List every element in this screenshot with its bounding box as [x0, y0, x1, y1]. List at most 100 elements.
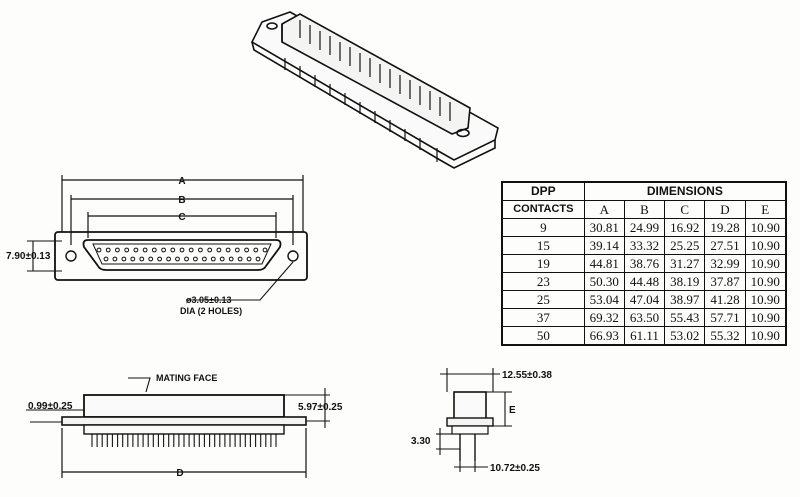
contact-pin — [175, 256, 180, 262]
pin-spacing-dim — [454, 461, 488, 472]
dimension-cell: 10.90 — [744, 290, 787, 309]
contact-pin — [105, 247, 111, 253]
dimension-cell: 53.04 — [583, 290, 625, 309]
dimension-cell: 37.87 — [704, 272, 746, 291]
dim-d-line — [61, 428, 307, 478]
isometric-view — [250, 11, 499, 169]
pin-length-dim — [436, 428, 460, 455]
header-dpp: DPP — [501, 181, 585, 201]
side-flange — [61, 416, 307, 426]
dimension-cell: 63.50 — [623, 308, 666, 327]
front-d-shell — [82, 239, 282, 271]
dimension-cell: 10.90 — [744, 308, 787, 327]
end-flange — [446, 417, 494, 427]
front-mount-hole-right — [287, 250, 299, 262]
contact-pin — [228, 256, 234, 262]
dim-c-line — [87, 212, 277, 238]
iso-contacts — [299, 20, 451, 121]
contact-pin — [166, 256, 172, 262]
dimension-cell: 55.43 — [664, 308, 706, 327]
contact-pin — [96, 247, 102, 253]
dimension-cell: 38.97 — [664, 290, 706, 309]
col-a: A — [583, 200, 625, 219]
iso-mount-hole-right — [456, 128, 470, 138]
hole-dia-label: DIA (2 HOLES) — [180, 306, 242, 316]
end-width-label: 12.55±0.38 — [502, 370, 552, 381]
dimension-cell: 10.90 — [744, 236, 787, 255]
contact-pin — [225, 247, 231, 253]
header-dimensions: DIMENSIONS — [583, 181, 787, 201]
contacts-cell: 23 — [501, 272, 585, 291]
pin-row-bottom — [103, 256, 261, 262]
flange-thickness-label: 0.99±0.25 — [28, 401, 73, 412]
mating-face-leader — [128, 377, 151, 393]
contact-pin — [139, 256, 145, 262]
contact-pin — [184, 256, 189, 262]
end-insulator — [451, 425, 489, 435]
contacts-cell: 15 — [501, 236, 585, 255]
side-view: MATING FACE 0.99±0.25 5.97±0.25 D — [26, 373, 343, 479]
dimension-cell: 31.27 — [664, 254, 706, 273]
contact-pin — [112, 256, 118, 262]
pin-length-label: 3.30 — [411, 436, 431, 447]
dimension-cell: 24.99 — [623, 218, 666, 237]
dimension-cell: 10.90 — [744, 254, 787, 273]
dim-a-label: A — [178, 176, 185, 187]
body-height-dim — [284, 388, 330, 428]
dimension-cell: 27.51 — [704, 236, 746, 255]
height-dim-line — [27, 240, 62, 272]
dimension-cell: 19.28 — [704, 218, 746, 237]
dimension-cell: 38.19 — [664, 272, 706, 291]
contact-pin — [161, 247, 167, 253]
contact-pin — [179, 247, 185, 253]
side-insulator — [83, 424, 285, 435]
dim-e-line — [486, 391, 512, 427]
dimension-cell: 44.48 — [623, 272, 666, 291]
contact-pin — [121, 256, 127, 262]
side-body — [83, 394, 285, 418]
dimension-cell: 50.30 — [583, 272, 625, 291]
dimension-cell: 61.11 — [623, 326, 666, 346]
contact-pin — [246, 256, 252, 262]
header-contacts: CONTACTS — [501, 200, 585, 219]
contacts-cell: 25 — [501, 290, 585, 309]
front-mount-hole-left — [65, 250, 77, 262]
iso-bottom-pins — [284, 58, 438, 162]
dimension-cell: 33.32 — [623, 236, 666, 255]
hole-leader — [186, 261, 294, 301]
end-view: 12.55±0.38 E 3.30 10.72±0.25 — [411, 368, 552, 474]
col-e: E — [744, 200, 787, 219]
end-width-dim — [440, 368, 500, 392]
contact-pin — [207, 247, 213, 253]
contact-pin — [124, 247, 130, 253]
dimension-cell: 25.25 — [664, 236, 706, 255]
contacts-cell: 19 — [501, 254, 585, 273]
iso-mount-hole-left — [266, 22, 278, 30]
contact-pin — [244, 247, 250, 253]
dim-b-line — [70, 195, 294, 245]
contact-pin — [133, 247, 139, 253]
contacts-cell: 9 — [501, 218, 585, 237]
contact-pin — [216, 247, 222, 253]
contact-pin — [142, 247, 148, 253]
contact-pin — [255, 256, 261, 262]
col-b: B — [623, 200, 666, 219]
dimension-cell: 39.14 — [583, 236, 625, 255]
contact-pin — [130, 256, 136, 262]
body-height-label: 5.97±0.25 — [298, 402, 343, 413]
contacts-cell: 50 — [501, 326, 585, 346]
dim-b-label: B — [178, 195, 185, 206]
dimension-cell: 41.28 — [704, 290, 746, 309]
contact-pin — [193, 256, 198, 262]
contact-pin — [210, 256, 216, 262]
col-c: C — [664, 200, 706, 219]
